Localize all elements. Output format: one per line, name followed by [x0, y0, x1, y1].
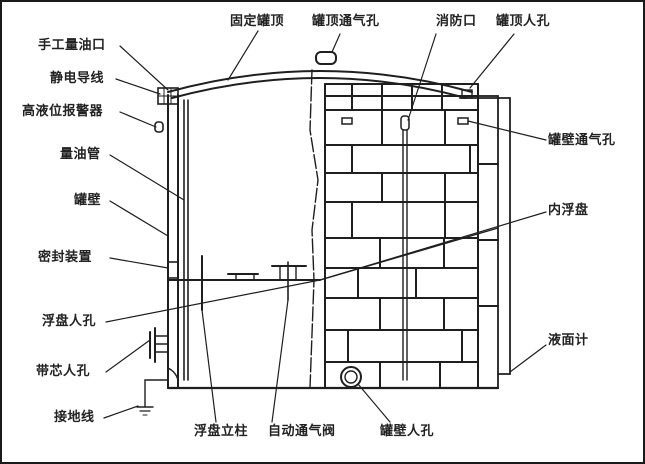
label-static-conductor: 静电导线 [50, 71, 105, 86]
label-fire-port: 消防口 [436, 14, 477, 29]
label-wall-manhole: 罐壁人孔 [380, 424, 435, 439]
seal-device [167, 261, 179, 279]
wall-manhole-icon [340, 366, 362, 388]
fixed-roof-outer [167, 70, 473, 93]
label-level-gauge: 液面计 [548, 333, 589, 348]
section-break-line [309, 69, 319, 389]
label-fixed-roof: 固定罐顶 [230, 14, 285, 29]
label-core-manhole: 带芯人孔 [36, 364, 91, 379]
label-high-level-alarm: 高液位报警器 [22, 104, 104, 119]
fixed-roof-inner [171, 77, 467, 99]
label-tank-wall: 罐壁 [74, 193, 102, 208]
roof-vent-cap [315, 51, 337, 65]
label-floating-roof-manhole: 浮盘人孔 [42, 314, 97, 329]
label-grounding-wire: 接地线 [54, 410, 95, 425]
label-gauge-pipe: 量油管 [60, 147, 101, 162]
label-floating-roof-column: 浮盘立柱 [194, 424, 249, 439]
label-roof-vent: 罐顶通气孔 [312, 14, 380, 29]
label-auto-vent-valve: 自动通气阀 [268, 424, 336, 439]
label-roof-manhole: 罐顶人孔 [496, 14, 551, 29]
label-internal-floating-roof: 内浮盘 [548, 203, 589, 218]
label-manual-gauge-hatch: 手工量油口 [38, 38, 106, 53]
label-seal-device: 密封装置 [38, 250, 93, 265]
label-wall-vent: 罐壁通气孔 [548, 133, 616, 148]
